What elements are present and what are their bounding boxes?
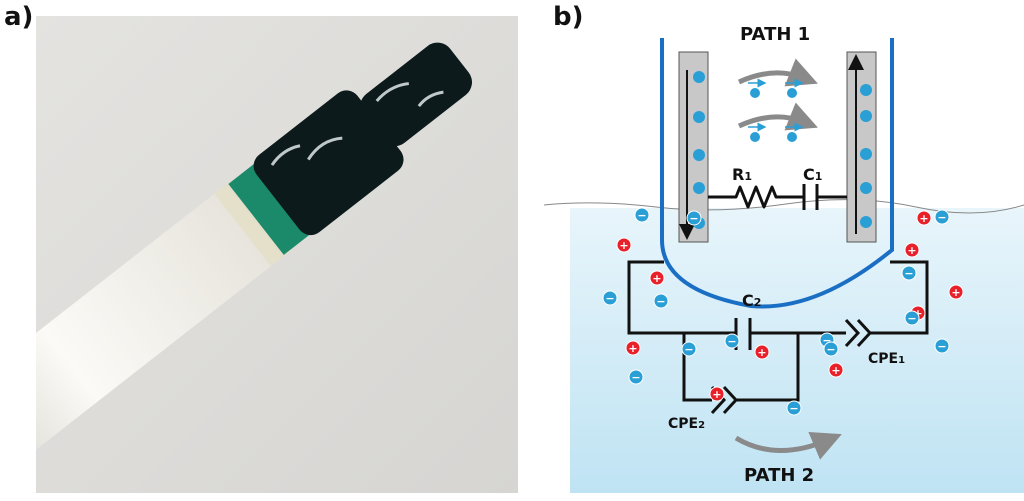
cation-sign: + [712,388,721,401]
electron [750,88,760,98]
dark-coating [253,90,404,236]
electron [787,132,797,142]
c2-label: C2 [742,291,761,310]
anion-sign: − [631,371,640,384]
path1-label: PATH 1 [740,24,810,45]
cation [616,237,632,253]
electron [787,88,797,98]
anion [860,216,872,228]
anion-sign: − [822,334,831,347]
anion [693,111,705,123]
cation-sign: + [951,286,960,299]
cation-sign: + [919,212,928,225]
electrolyte-ions: ++++++++++−−−−−−−−−−−−−− [602,207,964,416]
cpe2-label: CPE2 [668,416,705,432]
anion-sign: − [656,295,665,308]
electrode-container [660,38,894,309]
anion [693,71,705,83]
anion-sign: − [907,312,916,325]
coated-tip [360,42,473,147]
anion-sign: − [789,402,798,415]
inner-loop-left-wire [682,333,712,402]
anion [693,149,705,161]
anion-sign: − [826,343,835,356]
anion [786,400,802,416]
panel-a-label: a) [4,2,34,32]
path1-electrons [748,78,804,142]
anion-sign: − [689,212,698,225]
anion [693,182,705,194]
cation-sign: + [652,272,661,285]
r1-resistor [708,185,804,209]
anion [860,148,872,160]
cation [709,386,725,402]
tube [36,42,473,477]
inner-loop-right-wire [736,333,800,402]
anion [904,310,920,326]
anion-sign: − [727,335,736,348]
cation-sign: + [907,244,916,257]
path1-flow-arrow [737,102,818,131]
anion-sign: − [904,267,913,280]
cation-sign: + [628,342,637,355]
cation [948,284,964,300]
anion [860,84,872,96]
path1-flow-arrow [737,58,818,87]
cpe1-label: CPE1 [868,351,905,367]
path2-label: PATH 2 [744,465,814,486]
circuit-diagram: ++++++++++−−−−−−−−−−−−−− PATH 1 PATH 2 R… [543,24,1024,493]
cation [754,344,770,360]
cation [828,362,844,378]
anion [901,265,917,281]
tube-stain [214,177,292,267]
anion-sign: − [684,343,693,356]
right-electrode [846,51,877,243]
anion [628,369,644,385]
electrolyte-surface [543,199,1024,214]
anion [860,110,872,122]
anion [653,293,669,309]
anion [634,207,650,223]
cation [649,270,665,286]
c1-label: C1 [803,165,822,184]
cation [625,340,641,356]
tube-body [36,186,281,477]
anion [934,209,950,225]
coated-tube-photo [36,16,518,493]
anion [602,290,618,306]
anion [724,333,740,349]
outer-loop-right-wire [870,260,929,335]
anion-sign: − [605,292,614,305]
coating-highlights [270,82,444,166]
r1-label: R1 [732,165,752,184]
left-electrode [678,51,709,243]
anion [823,341,839,357]
cation-sign: + [831,364,840,377]
anion-sign: − [937,211,946,224]
cation [916,210,932,226]
right-electrode-anions [860,84,872,228]
anion-sign: − [637,209,646,222]
anion [681,341,697,357]
anion-sign: − [937,340,946,353]
cation [904,242,920,258]
anion [686,210,702,226]
anion [934,338,950,354]
cation-sign: + [757,346,766,359]
panel-b-label: b) [553,2,584,32]
green-coating-band [228,160,314,255]
anion [860,182,872,194]
cation-sign: + [619,239,628,252]
path2-flow-arrow [734,432,842,460]
electron [750,132,760,142]
